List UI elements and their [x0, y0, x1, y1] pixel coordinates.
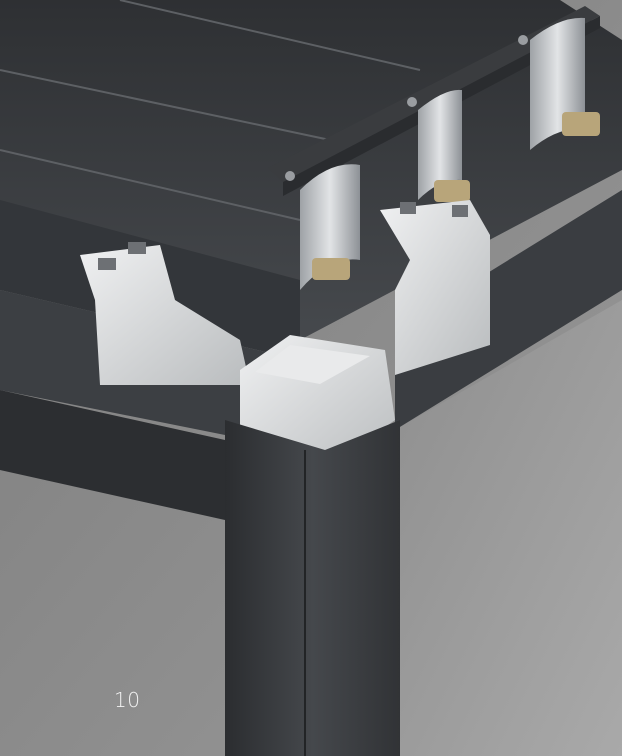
right-wall	[395, 300, 622, 756]
left-bracket	[80, 245, 250, 385]
left-beam-bottom	[0, 390, 225, 520]
bracket-bolt	[452, 205, 468, 217]
top-rail	[268, 6, 600, 182]
bracket-bolt	[98, 258, 116, 270]
connector-top	[255, 345, 370, 384]
right-bracket	[380, 200, 490, 375]
right-beam	[395, 190, 622, 430]
bracket-bolt	[128, 242, 146, 254]
page-number: 10	[114, 688, 141, 712]
louver-seams	[0, 0, 421, 221]
corner-post	[225, 420, 400, 756]
pivot-springs	[312, 112, 600, 280]
bracket-bolt	[400, 202, 416, 214]
rail-bolts	[285, 35, 528, 181]
louver-blade	[418, 89, 462, 200]
